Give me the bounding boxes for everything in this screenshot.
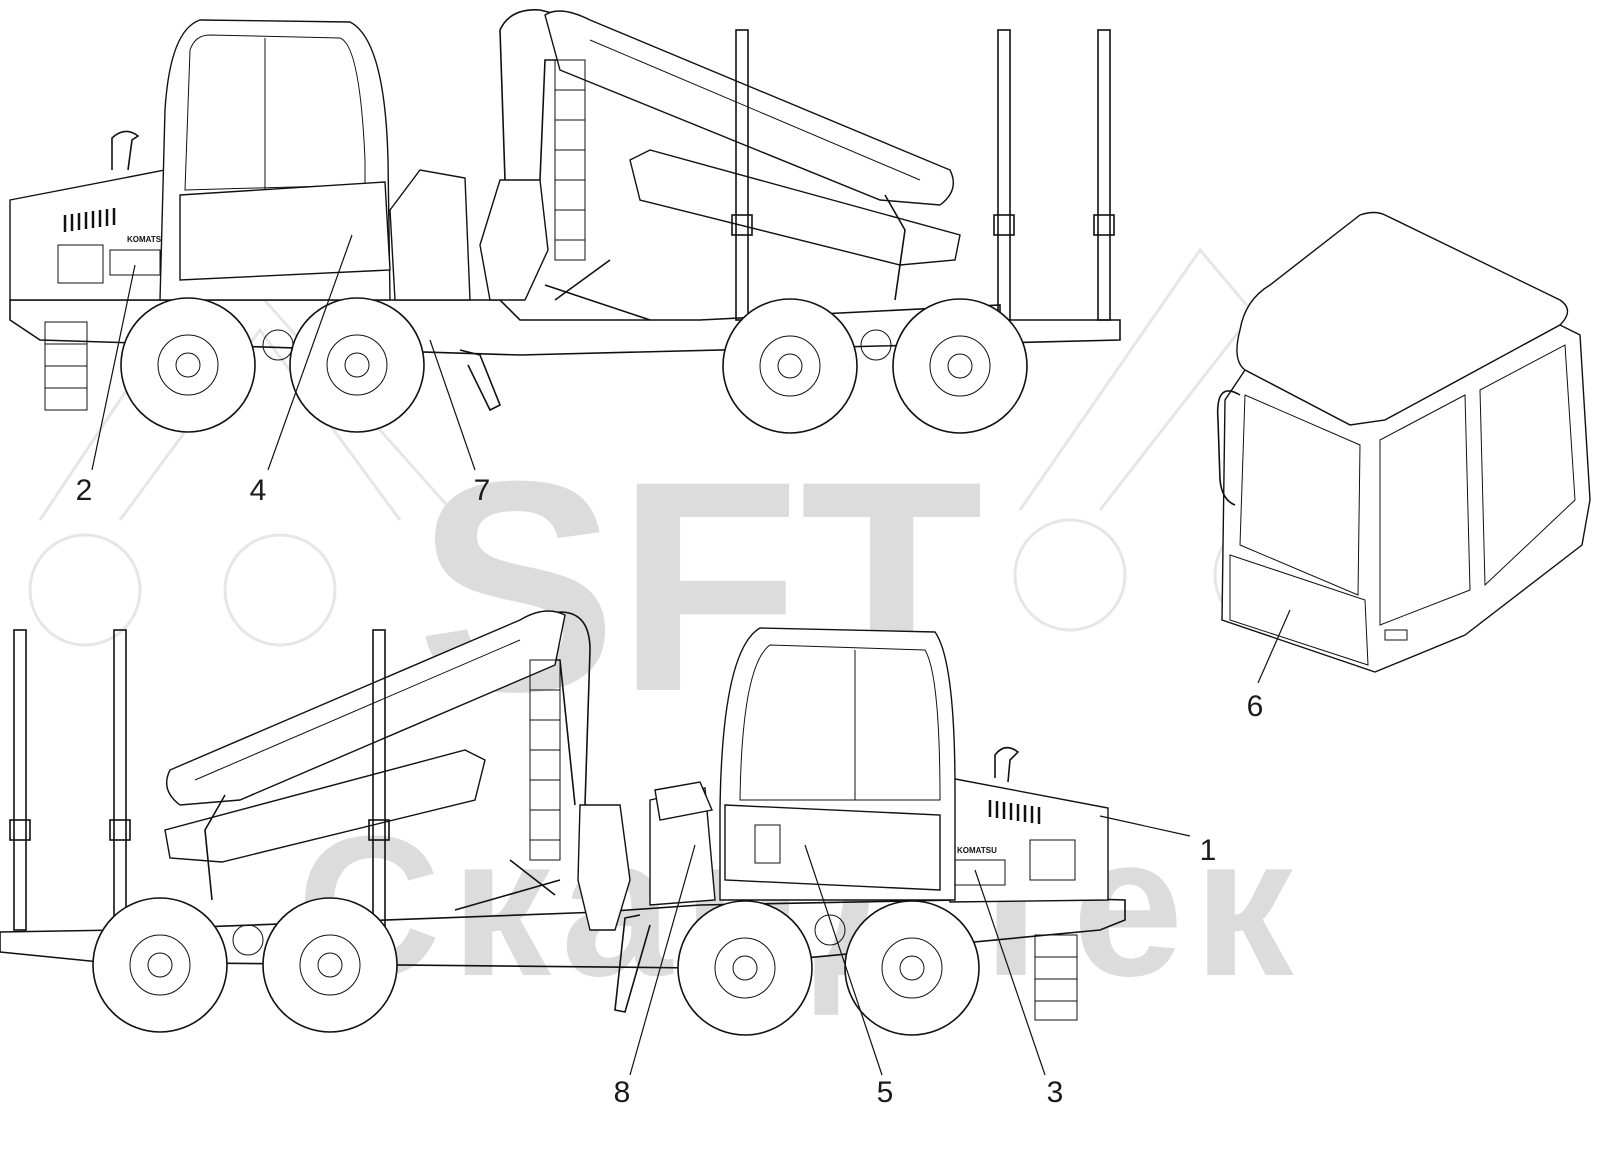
standalone-cab-side-window bbox=[1379, 394, 1471, 626]
standalone-cab bbox=[1216, 211, 1591, 673]
bottom-crane-radiator bbox=[529, 659, 561, 861]
bottom-wheel-4 bbox=[844, 900, 980, 1036]
standalone-cab-handle bbox=[1384, 629, 1408, 641]
leader-5 bbox=[804, 844, 883, 1076]
decal-2-area bbox=[109, 249, 161, 276]
callout-6: 6 bbox=[1247, 690, 1264, 723]
bottom-wheel-3 bbox=[677, 900, 813, 1036]
top-frame bbox=[9, 299, 1121, 356]
leader-1 bbox=[1099, 815, 1191, 837]
callout-4: 4 bbox=[250, 474, 267, 507]
bottom-cab-vent bbox=[754, 824, 781, 864]
top-crane-radiator bbox=[554, 59, 586, 261]
bottom-cab-window bbox=[739, 644, 941, 801]
callout-2: 2 bbox=[76, 474, 93, 507]
bottom-crane-link bbox=[204, 794, 226, 901]
leader-4 bbox=[267, 234, 353, 471]
bottom-bunk-stakes bbox=[9, 629, 390, 931]
bottom-crane-cylinder bbox=[454, 859, 561, 911]
bottom-crane-stick bbox=[164, 749, 486, 863]
bottom-frame bbox=[0, 897, 1126, 969]
top-machine: KOMATSU bbox=[9, 9, 1121, 434]
top-wheel-4 bbox=[892, 298, 1028, 434]
bottom-exhaust bbox=[994, 746, 1020, 783]
top-crane-link bbox=[884, 194, 906, 301]
top-crane-stick bbox=[629, 149, 961, 266]
leader-lines bbox=[91, 234, 1291, 1076]
top-wheel-2 bbox=[289, 297, 425, 433]
bottom-cab-front-module bbox=[654, 781, 713, 821]
decal-6-area bbox=[1229, 554, 1369, 666]
leader-3 bbox=[974, 869, 1046, 1076]
top-cab-rear-module bbox=[389, 169, 471, 301]
bottom-crane-boom bbox=[166, 610, 566, 806]
top-brand-label: KOMATSU bbox=[127, 235, 167, 244]
bottom-bogie-gear-front bbox=[232, 924, 264, 956]
top-cab-window bbox=[184, 34, 366, 191]
callout-5: 5 bbox=[877, 1076, 894, 1109]
decal-5-area bbox=[724, 804, 941, 891]
standalone-cab-handrail bbox=[1216, 390, 1241, 506]
leader-7 bbox=[429, 339, 476, 471]
leader-6 bbox=[1257, 609, 1291, 684]
top-steps bbox=[44, 321, 88, 411]
bottom-brand-label: KOMATSU bbox=[957, 846, 997, 855]
callout-3: 3 bbox=[1047, 1076, 1064, 1109]
bottom-steps bbox=[1034, 934, 1078, 1021]
top-crane-cylinder bbox=[544, 259, 651, 321]
bottom-wheel-1 bbox=[92, 897, 228, 1033]
top-exhaust bbox=[111, 130, 140, 171]
callout-7: 7 bbox=[474, 474, 491, 507]
bottom-bogie-gear-rear bbox=[814, 914, 846, 946]
decal-4-area bbox=[179, 181, 391, 281]
leader-8 bbox=[629, 844, 696, 1076]
top-crane-boom-inner bbox=[589, 39, 921, 181]
bottom-hood-vent-lower bbox=[1029, 839, 1076, 881]
bottom-machine: KOMATSU bbox=[0, 610, 1126, 1036]
top-pedal bbox=[459, 349, 502, 412]
standalone-cab-rear-window bbox=[1479, 344, 1576, 587]
top-wheel-1 bbox=[120, 297, 256, 433]
top-bogie-gear-front bbox=[262, 329, 294, 361]
callout-labels: 1 2 3 4 5 6 7 8 bbox=[76, 474, 1264, 1109]
standalone-cab-door bbox=[1239, 394, 1361, 596]
bottom-crane-boom-inner bbox=[194, 639, 521, 781]
top-bogie-gear-rear bbox=[860, 329, 892, 361]
top-wheel-3 bbox=[722, 298, 858, 434]
top-hood-vent-lower bbox=[57, 244, 104, 284]
bottom-pedal bbox=[614, 914, 651, 1013]
callout-8: 8 bbox=[614, 1076, 631, 1109]
bottom-crane-pillar bbox=[577, 804, 631, 931]
top-hood-grille bbox=[63, 208, 116, 232]
bottom-wheel-2 bbox=[262, 897, 398, 1033]
leader-2 bbox=[91, 264, 136, 471]
standalone-cab-body bbox=[1221, 324, 1591, 673]
callout-1: 1 bbox=[1200, 834, 1217, 867]
bottom-hood-grille bbox=[988, 800, 1041, 824]
top-crane-pillar bbox=[479, 179, 549, 301]
